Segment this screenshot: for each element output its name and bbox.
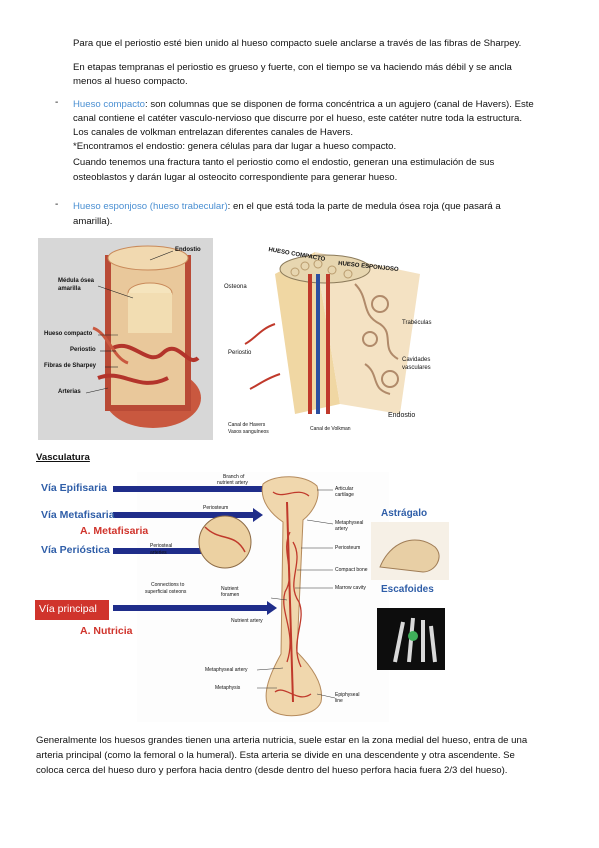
route-via-principal: Vía principal [39,603,97,615]
label-cartilage: cartilage [335,492,354,498]
vasculature-illustration [35,472,449,722]
label-hueso-compacto: Hueso compacto [44,331,93,337]
bone-layers-illustration [85,245,201,428]
label-periosteum-left: Periosteum [203,505,229,511]
label-metaphyseal: Metaphyseal [335,520,364,526]
label-epiphyseal-line: line [335,698,343,704]
route-via-metafisaria: Vía Metafisaria [41,509,115,521]
label-arterias: Arterias [58,389,81,395]
route-a-metafisaria: A. Metafisaria [80,525,149,537]
label-periostio: Periostio [70,347,96,353]
bullet-esponjoso-text1: : en el que está toda la parte de medula… [227,201,501,212]
term-hueso-compacto: Hueso compacto [73,99,145,110]
label-cavidades: Cavidades [402,357,431,363]
label-nutrient: Nutrient [221,586,239,592]
closing-line3: coloca cerca del hueso duro y perfora ha… [36,765,508,776]
label-escafoides: Escafoides [381,584,434,595]
bullet-marker-esponjoso: - [55,199,59,210]
label-foramen: foramen [221,592,240,598]
bullet-compacto-line1: Hueso compacto: son columnas que se disp… [73,97,534,112]
label-trabeculas: Trabéculas [402,320,432,326]
label-vasos-sanguineos: Vasos sanguíneos [228,429,269,435]
bullet-compacto-line6: osteoblastos y darán lugar al osteocito … [73,172,398,183]
label-nutrient-artery-branch: nutrient artery [217,480,248,486]
compact-spongy-illustration [244,252,420,414]
bullet-compacto-line2: canal contiene el catéter vasculo-nervio… [73,113,523,124]
paragraph-periostio-line2: menos al hueso compacto. [73,76,188,87]
label-arteries: arteries [150,550,167,556]
label-osteona: Osteona [224,284,247,290]
label-canal-volkman: Canal de Volkman [310,426,351,432]
label-medula-osea: Médula ósea [58,278,95,284]
label-periosteum-right: Periosteum [335,545,361,551]
label-vasculares: vasculares [402,365,431,371]
label-articular: Articular [335,486,354,492]
label-compact-bone: Compact bone [335,567,368,573]
bullet-marker-compacto: - [55,97,59,108]
term-hueso-esponjoso: Hueso esponjoso (hueso trabecular) [73,201,228,212]
heading-vasculatura: Vasculatura [36,452,90,463]
bullet-compacto-line3: Los canales de volkman entrelazan difere… [73,127,353,138]
route-via-periostica: Vía Perióstica [41,544,110,556]
closing-line1: Generalmente los huesos grandes tienen u… [36,735,528,746]
label-superficial-osteons: superficial osteons [145,589,187,595]
route-a-nutricia: A. Nutricia [80,625,133,637]
label-medula-amarilla: amarilla [58,286,81,292]
closing-line2: arteria principal (como la femoral o la … [36,750,515,761]
label-connections: Connections to [151,582,185,588]
label-endostio: Endostio [175,247,201,253]
label-endostio-2: Endostio [388,412,416,419]
label-periostio-2: Periostio [228,350,252,356]
bullet-compacto-line5: Cuando tenemos una fractura tanto el per… [73,157,495,168]
label-astragalo: Astrágalo [381,508,428,519]
figure-compact-spongy: HUESO COMPACTO HUESO ESPONJOSO Osteona T… [220,244,470,440]
figure-bone-layers: Endostio Médula ósea amarilla Hueso comp… [38,238,213,440]
bullet-compacto-line4: *Encontramos el endostio: genera células… [73,141,397,152]
label-metaphyseal-artery-top: artery [335,526,348,532]
label-metaphysis: Metaphysis [215,685,241,691]
label-epiphyseal: Epiphyseal [335,692,360,698]
route-via-epifisaria: Vía Epifisaria [41,482,107,494]
bullet-compacto-text1: : son columnas que se disponen de forma … [145,99,534,110]
paragraph-sharpey: Para que el periostio esté bien unido al… [73,38,522,49]
paragraph-periostio-line1: En etapas tempranas el periostio es grue… [73,62,512,73]
figure-vasculature: Vía Epifisaria Vía Metafisaria A. Metafi… [35,472,453,722]
label-metaphyseal-artery: Metaphyseal artery [205,667,248,673]
label-periosteal: Periosteal [150,543,173,549]
label-marrow-cavity: Marrow cavity [335,585,366,591]
label-fibras-sharpey: Fibras de Sharpey [44,363,97,369]
bullet-esponjoso-line2: amarilla). [73,216,113,227]
bullet-esponjoso-line1: Hueso esponjoso (hueso trabecular): en e… [73,199,501,214]
label-nutrient-artery: Nutrient artery [231,618,263,624]
label-branch-of: Branch of [223,474,245,480]
label-canal-havers: Canal de Havers [228,422,266,428]
